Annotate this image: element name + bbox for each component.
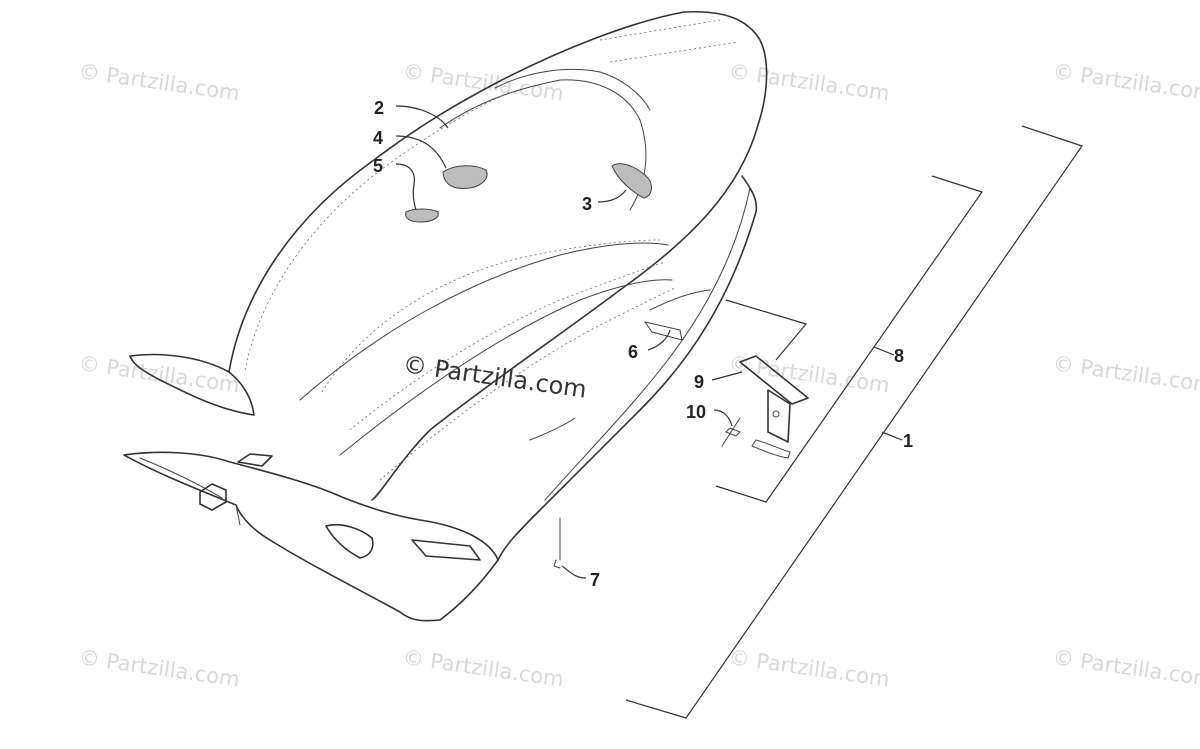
seat-ridge: [439, 79, 647, 211]
watermark: © Partzilla.com: [401, 59, 565, 105]
leader-1: [881, 431, 903, 441]
watermark: © Partzilla.com: [1051, 59, 1200, 105]
watermark: © Partzilla.com: [727, 59, 891, 105]
grouping-brackets: [625, 125, 1083, 719]
watermark: © Partzilla.com: [77, 351, 241, 397]
seat-skirt-crease: [649, 289, 711, 311]
callout-2[interactable]: 2: [374, 98, 384, 118]
callout-5[interactable]: 5: [373, 156, 383, 176]
rivet: [721, 417, 741, 447]
callout-8[interactable]: 8: [894, 346, 904, 366]
seat-stitching: [349, 261, 666, 431]
seat-drawing: [123, 10, 809, 622]
seat-stitching: [321, 239, 661, 393]
callout-3[interactable]: 3: [582, 194, 592, 214]
seat-patch-4: [442, 165, 488, 189]
seat-rear-pocket: [325, 523, 374, 559]
seat-stitching: [599, 19, 739, 63]
seat-latch: [199, 483, 227, 511]
seat-stitching: [379, 287, 676, 481]
hinge-bracket-hole: [772, 410, 780, 418]
seat-right-skirt: [497, 175, 758, 561]
callout-leaders: [395, 105, 743, 579]
hinge-bracket-leg: [767, 389, 791, 443]
watermark-center: © Partzilla.com: [401, 350, 588, 404]
callout-10[interactable]: 10: [686, 402, 706, 422]
leader-10: [713, 409, 733, 427]
callout-6[interactable]: 6: [628, 342, 638, 362]
leader-2: [395, 105, 449, 129]
leader-6: [647, 329, 671, 351]
hinge-bracket-foot: [751, 439, 791, 459]
watermark: © Partzilla.com: [77, 59, 241, 105]
leader-7: [561, 565, 587, 579]
leader-5: [395, 163, 417, 211]
seat-rear-hump: [494, 68, 651, 111]
bracket-1: [625, 125, 1083, 719]
watermark: © Partzilla.com: [727, 645, 891, 691]
seat-rear-handle: [411, 539, 481, 561]
leader-4: [395, 135, 447, 169]
seat-base-detail: [139, 457, 241, 526]
callout-9[interactable]: 9: [694, 372, 704, 392]
leader-3: [597, 189, 627, 203]
hinge-bracket: [739, 355, 809, 405]
seat-side-line: [299, 242, 669, 401]
watermark: © Partzilla.com: [77, 645, 241, 691]
watermark: © Partzilla.com: [1051, 351, 1200, 397]
watermark-layer: © Partzilla.com © Partzilla.com © Partzi…: [77, 59, 1200, 691]
seat-skirt-crease: [529, 417, 576, 441]
leader-8: [873, 346, 895, 356]
seat-top-outline: [228, 10, 768, 501]
seat-strap-6: [644, 321, 683, 341]
seat-bracket-top: [237, 453, 273, 467]
seat-patch-5: [405, 208, 439, 223]
seat-right-skirt-inner: [544, 175, 751, 501]
seat-hook-7: [553, 517, 561, 569]
seat-strap-3: [611, 163, 652, 199]
bracket-inner: [725, 299, 808, 361]
callout-1[interactable]: 1: [903, 431, 913, 451]
callout-labels: 2 4 5 3 6 7 8 1 9 10: [373, 98, 913, 590]
seat-side-line: [339, 279, 673, 456]
leader-9: [711, 371, 743, 381]
watermark: © Partzilla.com: [401, 645, 565, 691]
bracket-8: [715, 175, 983, 503]
watermark: © Partzilla.com: [1051, 645, 1200, 691]
seat-base: [123, 451, 499, 622]
callout-7[interactable]: 7: [590, 570, 600, 590]
callout-4[interactable]: 4: [373, 128, 383, 148]
seat-front-wing: [129, 353, 255, 416]
